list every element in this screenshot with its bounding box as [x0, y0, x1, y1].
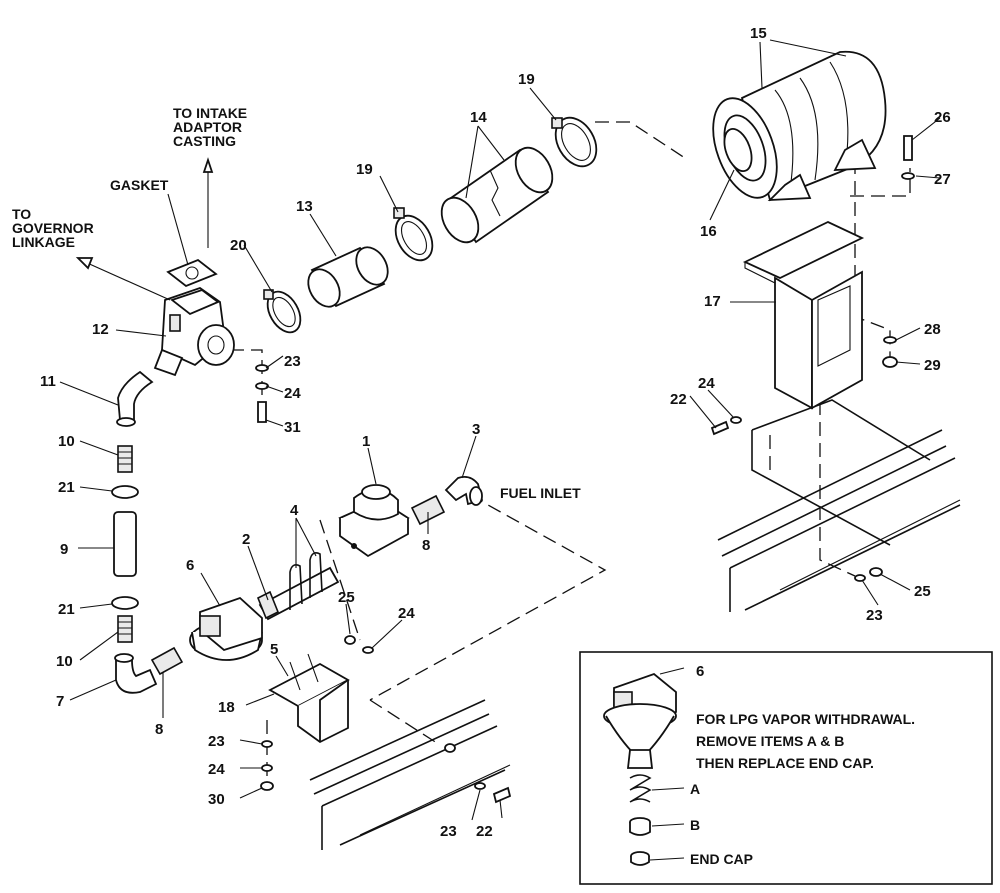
label-to-intake-2: ADAPTOR — [173, 119, 242, 135]
callout-21-lower: 21 — [58, 601, 75, 618]
hose-fitting-10-lower — [117, 615, 133, 643]
inset-label-b: B — [690, 817, 700, 833]
callout-22-lower: 22 — [476, 823, 493, 840]
tube-2 — [256, 566, 340, 621]
callout-16: 16 — [700, 223, 717, 240]
fuel-filter-1 — [338, 484, 410, 558]
callout-18: 18 — [218, 699, 235, 716]
u-bolts — [289, 552, 323, 610]
mixer — [153, 287, 235, 377]
pipe-bracket-18 — [268, 653, 350, 744]
label-to-governor-1: TO — [12, 206, 31, 222]
callout-7: 7 — [56, 693, 64, 710]
callout-31: 31 — [284, 419, 301, 436]
callout-5: 5 — [270, 641, 278, 658]
label-gasket: GASKET — [110, 177, 169, 193]
elbow-fitting-7 — [114, 653, 158, 694]
callout-24-middle: 24 — [398, 605, 415, 622]
callout-14: 14 — [470, 109, 487, 126]
fitting-8-upper — [410, 494, 446, 526]
callout-11: 11 — [40, 373, 56, 390]
inset-note-line3: THEN REPLACE END CAP. — [696, 755, 874, 771]
leader-lines — [59, 39, 941, 821]
label-to-governor-2: GOVERNOR — [12, 220, 94, 236]
callout-9: 9 — [60, 541, 68, 558]
callout-13: 13 — [296, 198, 313, 215]
air-cleaner — [712, 50, 887, 202]
direction-arrows — [75, 157, 214, 301]
callout-17: 17 — [704, 293, 721, 310]
hose-14 — [440, 146, 554, 244]
regulator — [189, 596, 263, 661]
fitting-8-lower — [150, 646, 184, 676]
hose-13 — [307, 246, 389, 308]
elbow-3 — [444, 475, 484, 506]
label-to-intake-3: CASTING — [173, 133, 236, 149]
hardware-bracket-right — [710, 416, 883, 582]
inset-item-number: 6 — [696, 663, 704, 680]
callout-21-upper: 21 — [58, 479, 75, 496]
callout-23-lower: 23 — [208, 733, 225, 750]
callout-19-upper: 19 — [518, 71, 535, 88]
callout-19-lower: 19 — [356, 161, 373, 178]
inset-note-line2: REMOVE ITEMS A & B — [696, 733, 844, 749]
label-fuel-inlet: FUEL INLET — [500, 485, 581, 501]
callout-15: 15 — [750, 25, 767, 42]
callout-26: 26 — [934, 109, 951, 126]
hose-clamp-21-upper — [111, 485, 139, 499]
callout-8-lower: 8 — [155, 721, 163, 738]
hose-clamp-21-lower — [111, 596, 139, 610]
callout-23-upper: 23 — [284, 353, 301, 370]
callout-25-middle: 25 — [338, 589, 355, 606]
hose-clamp-19-upper — [551, 116, 598, 168]
callout-24-lower: 24 — [208, 761, 225, 778]
callout-30: 30 — [208, 791, 225, 808]
callout-28: 28 — [924, 321, 941, 338]
callout-10-lower: 10 — [56, 653, 73, 670]
callout-1: 1 — [362, 433, 370, 450]
callout-4: 4 — [290, 502, 299, 519]
callout-23-bottom: 23 — [440, 823, 457, 840]
callout-12: 12 — [92, 321, 109, 338]
inset-label-a: A — [690, 781, 700, 797]
callout-24-upper: 24 — [284, 385, 301, 402]
callout-8-upper: 8 — [422, 537, 430, 554]
hose-9 — [113, 511, 137, 577]
hose-clamp-20 — [263, 289, 302, 334]
callout-3: 3 — [472, 421, 480, 438]
callout-22-right: 22 — [670, 391, 687, 408]
label-to-intake-1: TO INTAKE — [173, 105, 247, 121]
hose-clamp-19-lower — [393, 207, 434, 262]
callout-2: 2 — [242, 531, 250, 548]
callout-25-right: 25 — [914, 583, 931, 600]
hose-fitting-10-upper — [117, 445, 133, 473]
hardware-upper-left — [255, 364, 269, 423]
callout-20: 20 — [230, 237, 247, 254]
inset-note-line1: FOR LPG VAPOR WITHDRAWAL. — [696, 711, 915, 727]
gasket — [166, 258, 218, 288]
hardware-lower — [260, 635, 512, 804]
callout-24-right: 24 — [698, 375, 715, 392]
inset-detail: 6 FOR LPG VAPOR WITHDRAWAL. REMOVE ITEMS… — [579, 651, 993, 885]
callout-numbers: 1 2 3 4 5 6 7 8 8 9 10 10 11 12 13 14 15… — [40, 25, 951, 840]
callout-6: 6 — [186, 557, 194, 574]
label-to-governor-3: LINKAGE — [12, 234, 75, 250]
elbow-fitting-11 — [116, 370, 154, 427]
air-cleaner-inlet-hose — [723, 128, 753, 172]
callout-29: 29 — [924, 357, 941, 374]
mounting-bracket — [742, 221, 865, 410]
callout-27: 27 — [934, 171, 951, 188]
callout-10-upper: 10 — [58, 433, 75, 450]
callout-23-right: 23 — [866, 607, 883, 624]
text-labels: TO INTAKE ADAPTOR CASTING GASKET TO GOVE… — [12, 105, 581, 501]
inset-label-end-cap: END CAP — [690, 851, 753, 867]
frame-rail-right — [717, 399, 961, 612]
